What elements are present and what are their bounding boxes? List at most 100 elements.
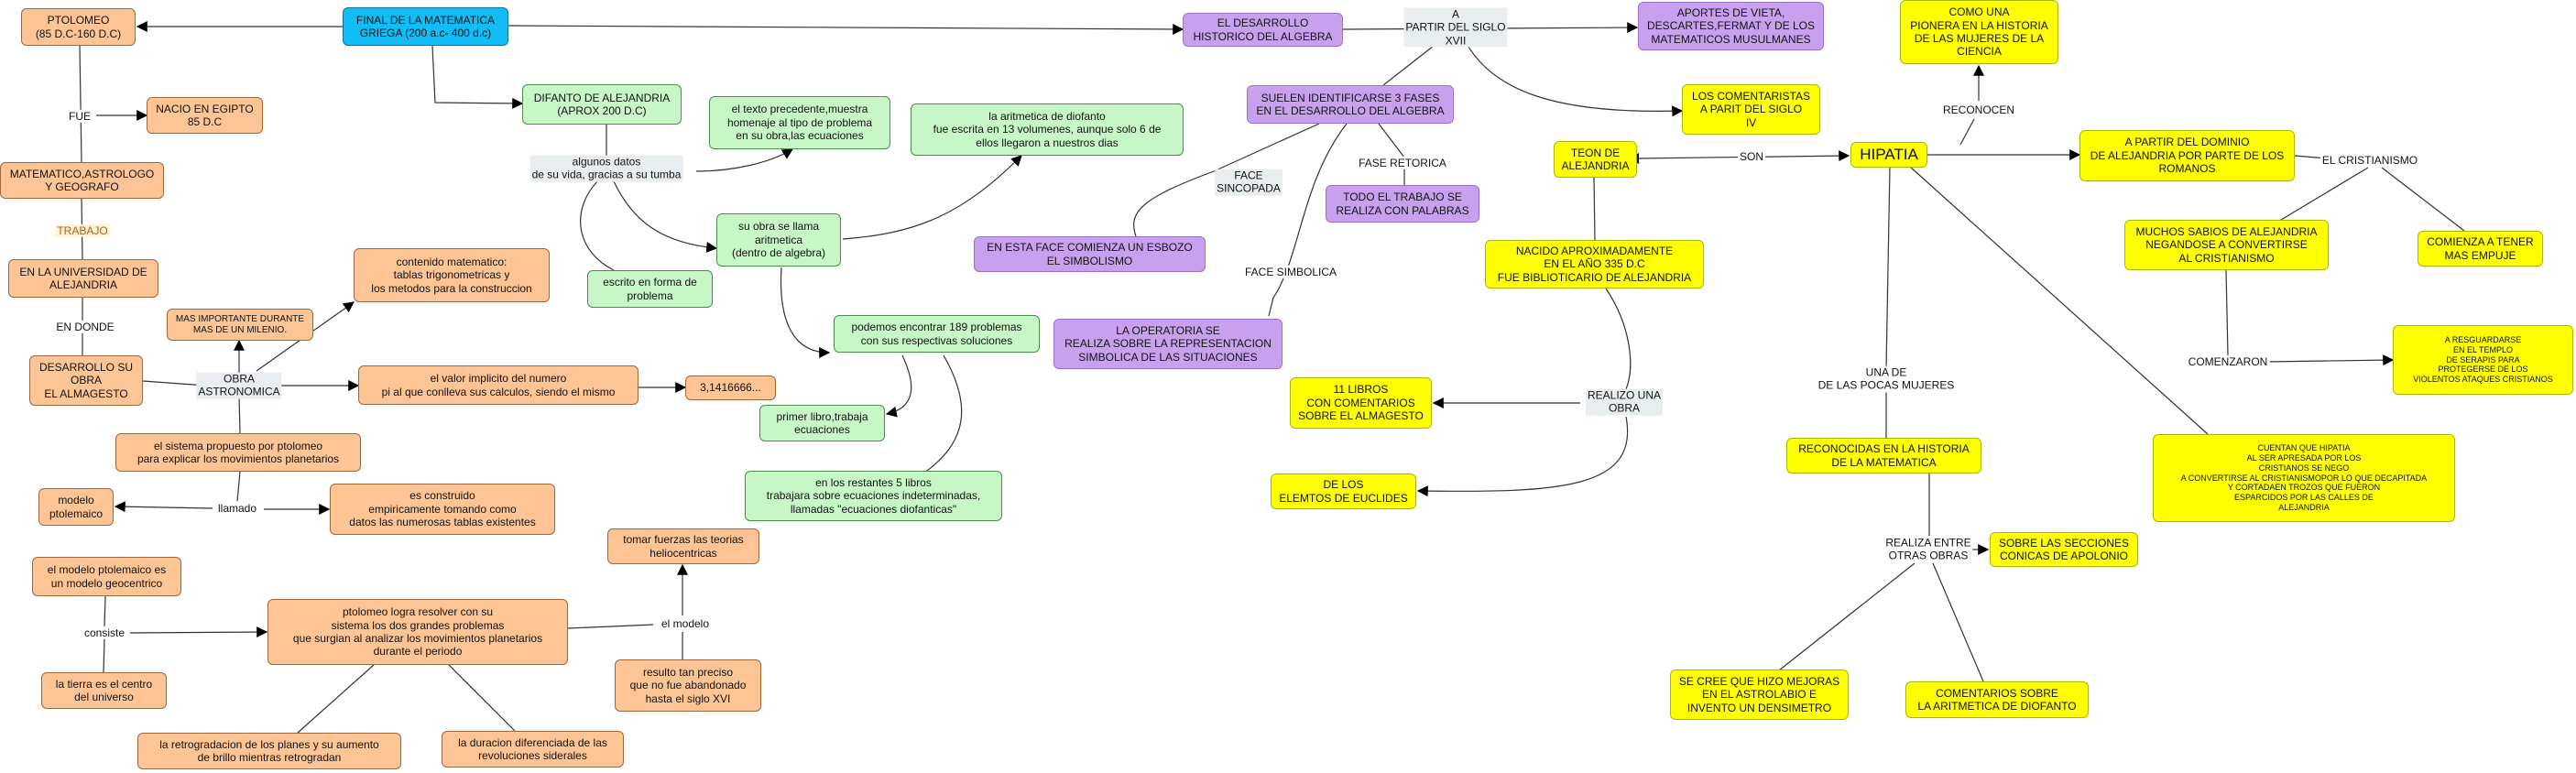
link-label-obra-astronomica: OBRA ASTRONOMICA xyxy=(196,372,282,399)
edge-teon-to-nacido xyxy=(1593,177,1596,241)
ptolomeo-node[interactable]: PTOLOMEO (85 D.C-160 D.C) xyxy=(21,8,136,46)
tierra-centro-node[interactable]: la tierra es el centro del universo xyxy=(41,672,167,709)
edge-siglo-to-comentaristas xyxy=(1465,41,1684,117)
edge-podemos-to-primer xyxy=(885,354,912,418)
universidad-node[interactable]: EN LA UNIVERSIDAD DE ALEJANDRIA xyxy=(8,259,158,298)
edge-cristianismo-to-empuje xyxy=(2381,167,2465,232)
edge-podemos-to-restantes xyxy=(915,354,963,479)
contenido-matematico-node[interactable]: contenido matematico: tablas trigonometr… xyxy=(354,248,550,302)
resulto-preciso-node[interactable]: resulto tan preciso que no fue abandonad… xyxy=(615,659,761,712)
edge-consiste-to-ptolomeo-logra xyxy=(129,626,268,638)
valor-pi-node[interactable]: 3,1416666... xyxy=(685,376,776,400)
diofanto-node[interactable]: DIFANTO DE ALEJANDRIA (APROX 200 D.C) xyxy=(522,84,682,125)
link-label-son: SON xyxy=(1737,149,1766,164)
a-partir-dominio-node[interactable]: A PARTIR DEL DOMINIO DE ALEJANDRIA POR P… xyxy=(2079,130,2295,181)
edge-nacido-to-realizo xyxy=(1605,288,1632,390)
edge-hipatia-to-cuentan xyxy=(1909,166,2209,435)
aportes-vieta-node[interactable]: APORTES DE VIETA, DESCARTES,FERMAT Y DE … xyxy=(1638,2,1824,50)
duracion-node[interactable]: la duracion diferenciada de las revoluci… xyxy=(442,731,624,768)
link-label-consiste: consiste xyxy=(82,626,127,640)
edge-realizo-to-elementos xyxy=(1416,416,1629,497)
link-label-a-partir-siglo: A PARTIR DEL SIGLO XVII xyxy=(1403,7,1508,48)
link-label-algunos-datos: algunos datos de su vida, gracias a su t… xyxy=(529,155,683,182)
link-label-el-modelo: el modelo xyxy=(659,616,712,631)
link-label-reconocen: RECONOCEN xyxy=(1940,103,2017,117)
de-los-elementos-node[interactable]: DE LOS ELEMTOS DE EUCLIDES xyxy=(1271,474,1416,509)
primer-libro-node[interactable]: primer libro,trabaja ecuaciones xyxy=(759,405,885,441)
link-label-realizo-una-obra: REALIZO UNA OBRA xyxy=(1585,388,1664,416)
edge-siglo-to-suelen xyxy=(1382,45,1435,86)
hipatia-node[interactable]: HIPATIA xyxy=(1850,142,1927,168)
edge-sabios-to-comenzaron xyxy=(2225,269,2229,356)
tomar-fuerzas-node[interactable]: tomar fuerzas las teorias heliocentricas xyxy=(607,528,759,564)
edge-realiza-to-comentarios xyxy=(1932,562,1984,682)
edge-final-to-desarrollo xyxy=(508,23,1184,35)
es-construido-node[interactable]: es construido empiricamente tomando como… xyxy=(330,484,555,535)
link-label-face-simbolica: FACE SIMBOLICA xyxy=(1242,265,1339,279)
edge-logra-to-retrogradacion xyxy=(297,664,375,734)
nacio-egipto-node[interactable]: NACIO EN EGIPTO 85 D.C xyxy=(147,97,263,134)
link-label-una-de: UNA DE DE LAS POCAS MUJERES xyxy=(1816,365,1957,393)
edge-desarrollo-obra-to-astronomica xyxy=(142,380,207,386)
aritmetica-diofanto-node[interactable]: la aritmetica de diofanto fue escrita en… xyxy=(911,103,1184,156)
modelo-geocentrico-node[interactable]: el modelo ptolemaico es un modelo geocen… xyxy=(32,557,181,596)
sistema-propuesto-node[interactable]: el sistema propuesto por ptolomeo para e… xyxy=(115,433,361,472)
ptolomeo-logra-node[interactable]: ptolomeo logra resolver con su sistema l… xyxy=(267,599,568,665)
link-label-llamado: llamado xyxy=(215,501,259,516)
edge-su-obra-to-podemos xyxy=(780,267,831,358)
suelen-identificarse-node[interactable]: SUELEN IDENTIFICARSE 3 FASES EN EL DESAR… xyxy=(1247,85,1454,124)
link-label-fase-retorica: FASE RETORICA xyxy=(1357,156,1448,170)
reconocidas-node[interactable]: RECONOCIDAS EN LA HISTORIA DE LA MATEMAT… xyxy=(1786,438,1981,474)
todo-trabajo-node[interactable]: TODO EL TRABAJO SE REALIZA CON PALABRAS xyxy=(1326,185,1479,223)
edge-datos-to-su-obra xyxy=(613,180,718,253)
operatoria-node[interactable]: LA OPERATORIA SE REALIZA SOBRE LA REPRES… xyxy=(1053,319,1283,369)
mas-importante-node[interactable]: MAS IMPORTANTE DURANTE MAS DE UN MILENIO… xyxy=(167,309,313,341)
edge-hipatia-to-una-de xyxy=(1885,166,1891,369)
escrito-forma-node[interactable]: escrito en forma de problema xyxy=(587,270,713,308)
edge-su-obra-to-aritmetica xyxy=(842,155,1022,240)
cree-mejoras-node[interactable]: SE CREE QUE HIZO MEJORAS EN EL ASTROLABI… xyxy=(1670,670,1849,720)
edge-suelen-to-sincopada xyxy=(1133,123,1320,237)
desarrollo-obra-node[interactable]: DESARROLLO SU OBRA EL ALMAGESTO xyxy=(29,355,143,406)
link-label-face-sincopada: FACE SINCOPADA xyxy=(1215,169,1283,196)
matematico-node[interactable]: MATEMATICO,ASTROLOGO Y GEOGRAFO xyxy=(0,162,164,199)
edge-ptolomeo-to-matematico xyxy=(79,45,82,163)
comentarios-aritmetica-node[interactable]: COMENTARIOS SOBRE LA ARITMETICA DE DIOFA… xyxy=(1905,681,2089,718)
texto-precedente-node[interactable]: el texto precedente,muestra homenaje al … xyxy=(709,96,890,149)
once-libros-node[interactable]: 11 LIBROS CON COMENTARIOS SOBRE EL ALMAG… xyxy=(1290,377,1432,429)
restantes-node[interactable]: en los restantes 5 libros trabajara sobr… xyxy=(745,471,1002,521)
final-matematica-griega-node[interactable]: FINAL DE LA MATEMATICA GRIEGA (200 a.c- … xyxy=(343,7,508,46)
link-label-comenzaron: COMENZARON xyxy=(2186,354,2270,369)
nacido-node[interactable]: NACIDO APROXIMADAMENTE EN EL AÑO 335 D.C… xyxy=(1485,240,1704,289)
comentaristas-node[interactable]: LOS COMENTARISTAS A PARIT DEL SIGLO IV xyxy=(1682,84,1820,135)
muchos-sabios-node[interactable]: MUCHOS SABIOS DE ALEJANDRIA NEGANDOSE A … xyxy=(2124,220,2329,270)
edge-geocentrico-to-consiste xyxy=(104,595,106,627)
edge-llamado-to-modelo xyxy=(114,501,213,513)
esta-face-node[interactable]: EN ESTA FACE COMIENZA UN ESBOZO EL SIMBO… xyxy=(974,236,1206,272)
edge-hipatia-to-reconocen xyxy=(1959,118,1975,146)
valor-implicito-node[interactable]: el valor implicito del numero pi al que … xyxy=(358,365,639,405)
link-label-trabajo: TRABAJO xyxy=(55,223,110,238)
edge-final-to-diofanto xyxy=(431,45,524,109)
su-obra-node[interactable]: su obra se llama aritmetica (dentro de a… xyxy=(716,213,841,267)
pionera-node[interactable]: COMO UNA PIONERA EN LA HISTORIA DE LAS M… xyxy=(1900,0,2058,64)
link-label-el-cristianismo: EL CRISTIANISMO xyxy=(2319,153,2420,168)
edge-logra-to-el-modelo xyxy=(567,624,654,629)
podemos-encontrar-node[interactable]: podemos encontrar 189 problemas con sus … xyxy=(834,315,1040,353)
secciones-conicas-node[interactable]: SOBRE LAS SECCIONES CONICAS DE APOLONIO xyxy=(1990,532,2138,567)
edge-suelen-to-simbolica xyxy=(1268,123,1348,317)
link-label-en-donde: EN DONDE xyxy=(54,320,116,334)
link-label-realiza-entre: REALIZA ENTRE OTRAS OBRAS xyxy=(1883,536,1973,563)
retrogradacion-node[interactable]: la retrogradacion de los planes y su aum… xyxy=(137,733,401,769)
teon-node[interactable]: TEON DE ALEJANDRIA xyxy=(1554,141,1637,178)
edge-datos-to-texto xyxy=(695,148,794,172)
edge-logra-to-duracion xyxy=(448,664,516,732)
modelo-ptolemaico-node[interactable]: modelo ptolemaico xyxy=(38,488,114,526)
desarrollo-algebra-node[interactable]: EL DESARROLLO HISTORICO DEL ALGEBRA xyxy=(1183,13,1343,47)
edge-datos-to-escrito xyxy=(580,178,615,271)
cuentan-node[interactable]: CUENTAN QUE HIPATIA AL SER APRESADA POR … xyxy=(2153,434,2455,522)
comienza-tener-node[interactable]: COMIENZA A TENER MAS EMPUJE xyxy=(2418,231,2543,267)
resguardarse-node[interactable]: A RESGUARDARSE EN EL TEMPLO DE SERAPIS P… xyxy=(2393,325,2573,395)
edge-comenzaron-to-resguardarse xyxy=(2265,354,2395,366)
